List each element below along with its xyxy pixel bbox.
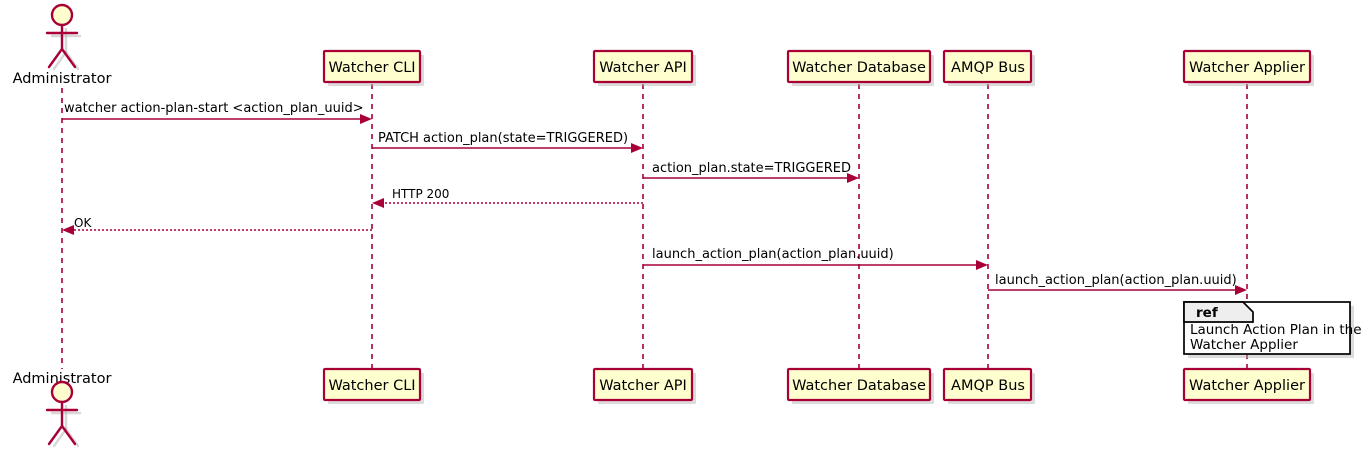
message-label-5: OK (74, 216, 92, 230)
participant-amqp-bus-bottom[interactable]: AMQP Bus (942, 367, 1035, 404)
participant-label-watcher-applier-bottom: Watcher Applier (1189, 378, 1305, 394)
message-label-2: PATCH action_plan(state=TRIGGERED) (378, 131, 628, 146)
actor-shadow-top (50, 27, 82, 71)
participant-box-watcher-database-bottom[interactable] (786, 367, 932, 402)
actor-leg-right-bottom (60, 424, 77, 446)
participant-label-amqp-bus-bottom: AMQP Bus (951, 378, 1025, 394)
participant-label-watcher-api-bottom: Watcher API (599, 378, 687, 394)
participant-box-amqp-bus-bottom[interactable] (942, 367, 1033, 402)
message-patch-action-plan: PATCH action_plan(state=TRIGGERED) (372, 131, 643, 153)
message-label-3: action_plan.state=TRIGGERED (652, 161, 851, 176)
actor-label-administrator-top: Administrator (13, 71, 112, 87)
message-launch-action-plan-to-applier: launch_action_plan(action_plan.uuid) (988, 273, 1247, 295)
actor-head-icon-top (50, 3, 74, 27)
message-label-7: launch_action_plan(action_plan.uuid) (995, 273, 1237, 288)
message-label-6: launch_action_plan(action_plan.uuid) (652, 247, 894, 262)
participant-box-watcher-api-top[interactable] (592, 49, 694, 84)
participant-box-watcher-database-top[interactable] (786, 49, 932, 84)
actor-leg-right-top (60, 47, 77, 69)
participant-watcher-applier-bottom[interactable]: Watcher Applier (1182, 367, 1314, 404)
participant-watcher-cli-bottom[interactable]: Watcher CLI (322, 367, 424, 404)
participant-label-watcher-cli-top: Watcher CLI (328, 60, 415, 76)
arrow-head-7 (1235, 285, 1247, 295)
message-ok: OK (62, 216, 372, 235)
lifelines-group (61, 84, 1248, 369)
reference-frame-launch-action-plan[interactable]: ref Launch Action Plan in the Watcher Ap… (1183, 301, 1362, 358)
message-action-plan-state-triggered: action_plan.state=TRIGGERED (643, 161, 859, 183)
participant-boxes-top: Watcher CLI Watcher API Watcher Database… (322, 49, 1314, 86)
ref-frame-tab (1183, 301, 1254, 323)
participant-label-amqp-bus-top: AMQP Bus (951, 60, 1025, 76)
arrow-head-6 (976, 260, 988, 270)
participant-watcher-applier-top[interactable]: Watcher Applier (1182, 49, 1314, 86)
participant-label-watcher-database-bottom: Watcher Database (792, 378, 926, 394)
message-label-1: watcher action-plan-start <action_plan_u… (64, 101, 364, 116)
participant-watcher-api-bottom[interactable]: Watcher API (592, 367, 696, 404)
arrow-head-2 (631, 143, 643, 153)
message-label-4: HTTP 200 (392, 187, 449, 201)
actor-shadow-bottom (50, 404, 82, 448)
ref-frame-tab-label: ref (1196, 305, 1218, 321)
arrow-head-5 (62, 225, 74, 235)
message-launch-action-plan-to-bus: launch_action_plan(action_plan.uuid) (643, 247, 988, 270)
participant-watcher-api-top[interactable]: Watcher API (592, 49, 696, 86)
participant-label-watcher-database-top: Watcher Database (792, 60, 926, 76)
participant-label-watcher-api-top: Watcher API (599, 60, 687, 76)
participant-box-watcher-applier-bottom[interactable] (1182, 367, 1312, 402)
ref-frame-body-line-1: Launch Action Plan in the (1190, 322, 1362, 338)
actor-head-icon-bottom (50, 380, 74, 404)
participant-box-amqp-bus-top[interactable] (942, 49, 1033, 84)
participant-amqp-bus-top[interactable]: AMQP Bus (942, 49, 1035, 86)
ref-frame-body-line-2: Watcher Applier (1190, 337, 1298, 353)
participant-label-watcher-cli-bottom: Watcher CLI (328, 378, 415, 394)
actor-administrator-top (45, 3, 82, 71)
arrow-head-3 (847, 173, 859, 183)
message-watcher-action-plan-start: watcher action-plan-start <action_plan_u… (62, 101, 372, 124)
participant-boxes-bottom: Watcher CLI Watcher API Watcher Database… (322, 367, 1314, 404)
actor-label-administrator-bottom: Administrator (13, 371, 112, 387)
participant-box-watcher-applier-top[interactable] (1182, 49, 1312, 84)
arrow-head-4 (372, 198, 384, 208)
participant-box-watcher-api-bottom[interactable] (592, 367, 694, 402)
participant-label-watcher-applier-top: Watcher Applier (1189, 60, 1305, 76)
actor-leg-left-top (47, 47, 64, 69)
message-http-200: HTTP 200 (372, 187, 643, 208)
actor-leg-left-bottom (47, 424, 64, 446)
participant-watcher-database-bottom[interactable]: Watcher Database (786, 367, 934, 404)
participant-box-watcher-cli-bottom[interactable] (322, 367, 422, 402)
arrow-head-1 (360, 114, 372, 124)
participant-box-watcher-cli-top[interactable] (322, 49, 422, 84)
ref-frame-box[interactable] (1183, 301, 1351, 355)
participant-watcher-database-top[interactable]: Watcher Database (786, 49, 934, 86)
actor-administrator-bottom (45, 380, 82, 448)
participant-watcher-cli-top[interactable]: Watcher CLI (322, 49, 424, 86)
